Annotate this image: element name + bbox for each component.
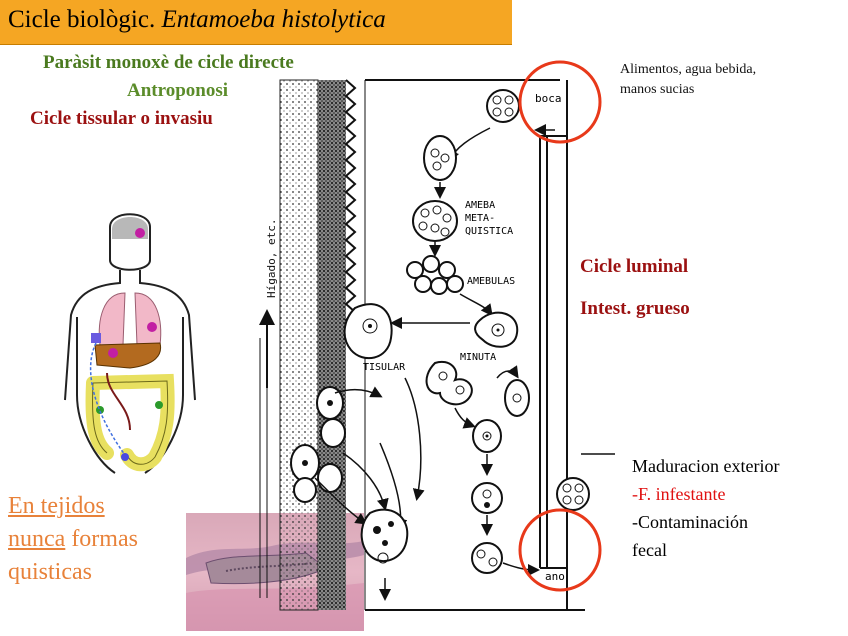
boca-highlight bbox=[518, 60, 602, 144]
title-prefix: Cicle biològic. bbox=[8, 6, 156, 33]
tisular-label: TISULAR bbox=[363, 362, 406, 373]
cyst-binucleate bbox=[471, 542, 503, 574]
rectal-marker bbox=[121, 453, 129, 461]
minuta-trophozoite bbox=[474, 311, 519, 348]
dividing-trophozoite bbox=[425, 360, 473, 406]
ano-highlight bbox=[518, 508, 602, 592]
title-banner bbox=[0, 0, 512, 45]
contaminacion-label: -Contaminación bbox=[632, 512, 748, 532]
label-antroponosi: Antroponosi bbox=[127, 80, 229, 101]
ameba-label: AMEBA bbox=[465, 200, 495, 211]
amebulas-cluster bbox=[406, 255, 464, 295]
brain-lesion bbox=[135, 228, 145, 238]
quistica-label: QUISTICA bbox=[465, 226, 513, 237]
metacystic-ameba bbox=[412, 200, 458, 242]
note-w3: formas bbox=[71, 526, 138, 552]
colon-outline bbox=[92, 380, 169, 465]
label-cicle-luminal: Cicle luminal bbox=[580, 256, 689, 277]
blood-route bbox=[89, 342, 126, 456]
note-w4: quisticas bbox=[8, 559, 92, 585]
human-body-figure bbox=[64, 213, 196, 474]
note-w1: En tejidos bbox=[8, 493, 105, 519]
note-sources: Alimentos, agua bebida, manos sucias bbox=[620, 60, 756, 100]
maduracion-label: Maduracion exterior bbox=[632, 456, 780, 476]
mature-cyst bbox=[556, 477, 590, 511]
colon-lesion-2 bbox=[155, 401, 163, 409]
maturation-notes: Maduracion exterior -F. infestante -Cont… bbox=[632, 452, 779, 564]
note-line2: manos sucias bbox=[620, 82, 695, 97]
lifecycle-diagram: Hígado, etc. boca AMEBA META- QUISTICA A… bbox=[259, 79, 615, 611]
f-infestante-label: -F. infestante bbox=[632, 484, 726, 504]
fecal-label: fecal bbox=[632, 540, 667, 560]
liver bbox=[94, 342, 162, 369]
intestinal-mucosa bbox=[318, 80, 346, 610]
page-title: Cicle biològic. Entamoeba histolytica bbox=[8, 6, 386, 34]
intestinal-wall-outer bbox=[279, 79, 319, 611]
torso-outline bbox=[64, 270, 196, 401]
ano-label: ano bbox=[545, 570, 565, 583]
higado-label: Hígado, etc. bbox=[265, 219, 278, 298]
note-no-cysts: En tejidos nunca formas quisticas bbox=[8, 490, 138, 589]
left-lung bbox=[98, 292, 126, 346]
label-cicle-tissular: Cicle tissular o invasiu bbox=[30, 108, 213, 129]
note-w2: nunca bbox=[8, 526, 66, 552]
precyst-1 bbox=[504, 379, 530, 417]
portal-vein-marker bbox=[91, 333, 101, 343]
excysting-form bbox=[423, 135, 457, 181]
boca-label: boca bbox=[535, 92, 562, 105]
meta-label: META- bbox=[465, 213, 495, 224]
label-monoxe: Paràsit monoxè de cicle directe bbox=[43, 52, 294, 73]
minuta-label: MINUTA bbox=[460, 352, 496, 363]
note-line1: Alimentos, agua bebida, bbox=[620, 62, 757, 77]
amebulas-label: AMEBULAS bbox=[467, 276, 515, 287]
liver-lesion bbox=[108, 348, 118, 358]
villi bbox=[344, 79, 357, 337]
label-intest-grueso: Intest. grueso bbox=[580, 298, 690, 319]
lung-lesion bbox=[147, 322, 157, 332]
hematophagous-trophozoite bbox=[360, 508, 409, 563]
vessel bbox=[106, 372, 131, 431]
title-species: Entamoeba histolytica bbox=[161, 6, 386, 33]
tissue-trophozoite bbox=[343, 303, 393, 359]
right-lung bbox=[134, 292, 162, 346]
